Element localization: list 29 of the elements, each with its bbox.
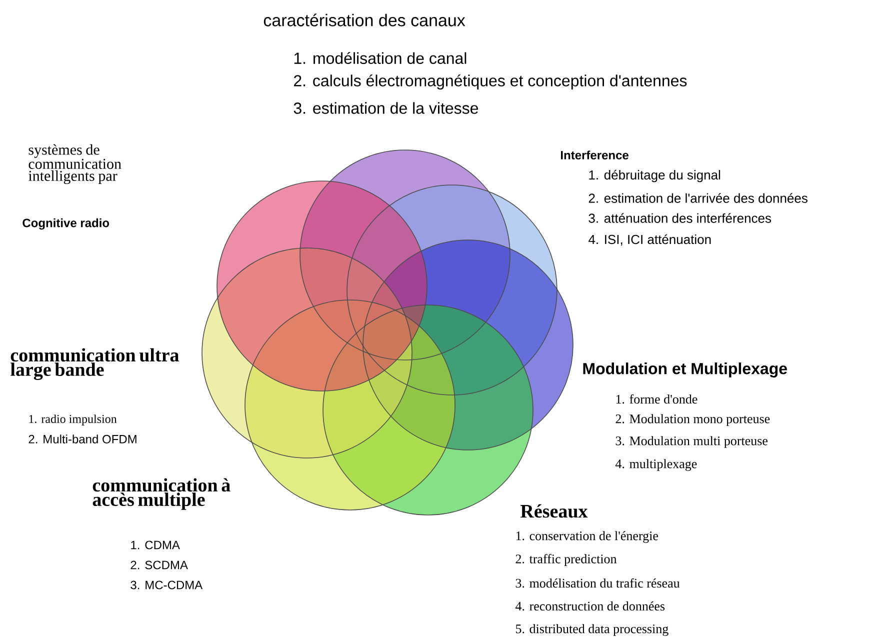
heading: Réseaux: [520, 504, 588, 518]
list-item: 4. reconstruction de données: [515, 601, 665, 611]
list-item: 1. modélisation de canal: [294, 52, 466, 64]
list-item: 1. CDMA: [131, 540, 180, 550]
heading: communication ultra large bande: [10, 348, 179, 380]
list-item: 2. calculs électromagnétiques et conception d'antennes: [294, 74, 687, 90]
list-item: 3. Modulation multi porteuse: [616, 436, 768, 448]
heading: communication à accès multiple: [92, 478, 230, 510]
title: caractérisation des canaux: [264, 14, 466, 26]
list-item: 3. atténuation des interférences: [588, 213, 772, 223]
list-item: 3. estimation de la vitesse: [294, 102, 478, 114]
list-item: 1. radio impulsion: [29, 414, 117, 426]
list-item: 3. MC-CDMA: [130, 580, 203, 590]
list-item: 2. SCDMA: [130, 560, 188, 570]
list-item: 2. traffic prediction: [516, 554, 617, 566]
list-item: 2. Multi-band OFDM: [28, 434, 136, 444]
heading: Interference: [561, 150, 628, 160]
list-item: 4. ISI, ICI atténuation: [588, 234, 711, 246]
list-item: 3. modélisation du trafic réseau: [516, 578, 680, 588]
list-item: 1. forme d'onde: [616, 394, 698, 404]
heading: Modulation et Multiplexage: [583, 362, 787, 378]
list-item: 2. Modulation mono porteuse: [616, 414, 770, 426]
list-item: 5. distributed data processing: [516, 624, 668, 636]
list-item: 1. débruitage du signal: [589, 170, 720, 182]
list-item: 1. conservation de l'énergie: [516, 531, 658, 543]
list-item: 2. estimation de l'arrivée des données: [588, 193, 808, 203]
caption-text: systèmes de communication intelligents par: [28, 144, 122, 184]
heading: Cognitive radio: [22, 218, 110, 230]
list-item: 4. multiplexage: [615, 459, 697, 471]
